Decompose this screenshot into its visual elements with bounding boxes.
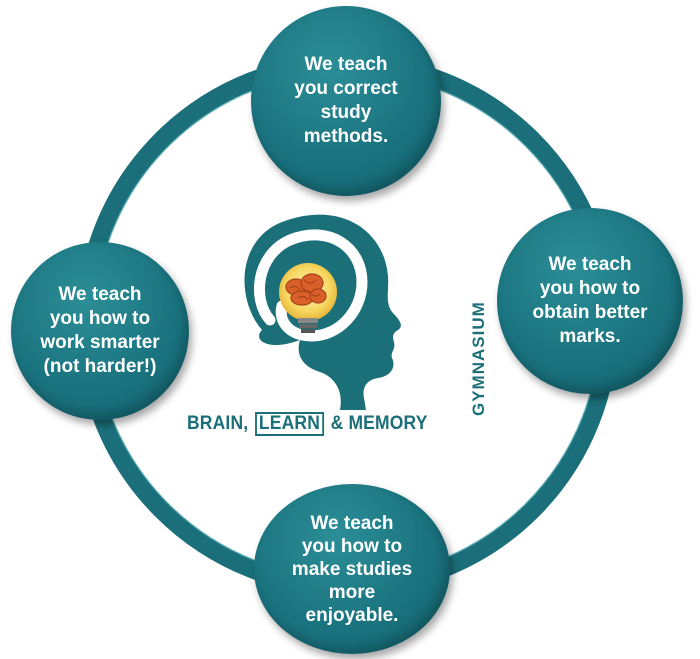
bubble-work-smarter: We teach you how to work smarter (not ha… xyxy=(11,242,189,420)
logo-wordmark: BRAIN, LEARN & MEMORY xyxy=(187,412,428,436)
bubble-better-marks-text: We teach you how to obtain better marks. xyxy=(532,254,648,347)
logo-brain-text: BRAIN, xyxy=(187,413,249,434)
bubble-study-methods: We teach you correct study methods. xyxy=(251,6,441,196)
brain-icon xyxy=(285,273,327,306)
bubble-enjoyable-studies: We teach you how to make studies more en… xyxy=(254,484,450,654)
head-logo-icon xyxy=(244,214,401,410)
bubble-enjoyable-studies-text: We teach you how to make studies more en… xyxy=(291,512,413,626)
light-bulb-icon xyxy=(279,263,337,333)
bubble-better-marks: We teach you how to obtain better marks. xyxy=(497,208,683,394)
logo-learn-text: LEARN xyxy=(255,412,324,436)
logo-memory-text: & MEMORY xyxy=(330,413,428,434)
bubble-study-methods-text: We teach you correct study methods. xyxy=(294,54,398,147)
bubble-work-smarter-text: We teach you how to work smarter (not ha… xyxy=(40,284,160,377)
logo-gymnasium-text: GYMNASIUM xyxy=(469,301,488,416)
